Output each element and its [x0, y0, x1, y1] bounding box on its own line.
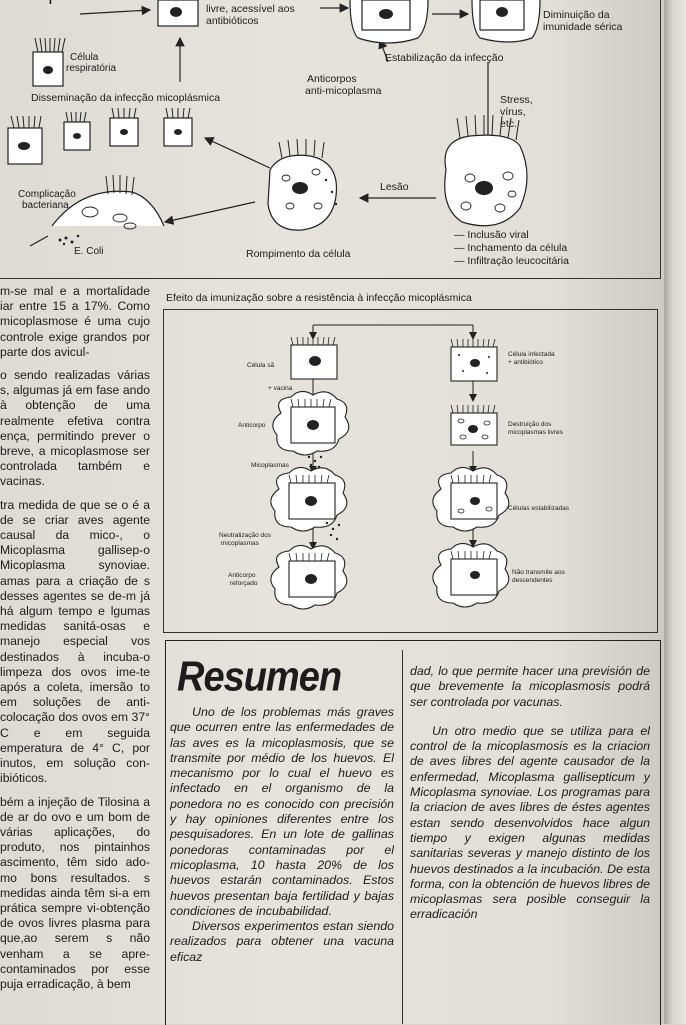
infected-cell-large — [444, 134, 528, 227]
mycoplasma-cycle-diagram — [7, 0, 541, 247]
label-estabilizacao: Estabilização da infecção — [385, 52, 504, 64]
figure2-title: Efeito da imunização sobre a resistência… — [166, 292, 472, 304]
immunization-diagram — [270, 324, 510, 610]
label-disseminacao: Disseminação da infecção micoplásmica — [31, 92, 221, 104]
label-antimicoplasma: anti-micoplasma — [305, 85, 382, 97]
left-column-text: m-se mal e a mortalidade iar entre 15 a … — [0, 284, 150, 1024]
left-paragraph-4: bém a injeção de Tilosina a de ar do ovo… — [0, 794, 150, 991]
page-edge-shadow — [664, 0, 686, 1024]
resumen-box — [165, 640, 661, 1025]
nucleus-respiratory — [43, 66, 53, 74]
top-diagram-frame — [0, 0, 661, 279]
resumen-col2-paragraph-2: Un otro medio que se utiliza para el con… — [410, 723, 650, 922]
arrow-ecoli — [29, 235, 49, 247]
dissem-cell-3 — [109, 117, 139, 147]
label-rompimento: Rompimento da célula — [246, 248, 351, 260]
label-destruicao-1: Destruição dos — [508, 421, 552, 428]
label-vacina: + vacina — [268, 385, 293, 392]
resumen-column-1: Uno de los problemas más graves que ocur… — [170, 705, 394, 1024]
arrow-rompimento-left — [163, 201, 256, 225]
resumen-title: Resumen — [177, 654, 342, 701]
left-paragraph-3: tra medida de que se o é a de se criar a… — [0, 497, 150, 786]
label-destruicao-2: micoplasmas livres — [508, 429, 563, 436]
resumen-col2-paragraph-1: dad, lo que permite hacer una previsión … — [410, 664, 650, 709]
label-imunidade: imunidade sérica — [543, 21, 623, 33]
label-reforcado-1: Anticorpo — [228, 572, 256, 579]
resumen-column-2: dad, lo que permite hacer una previsión … — [410, 664, 650, 1024]
label-lesao: Lesão — [380, 181, 409, 193]
label-celula-sa: Célula sã — [247, 362, 275, 369]
resumen-column-divider — [402, 650, 403, 1024]
label-neutralizacao-2: micoplasmas — [221, 540, 259, 547]
label-micoplasmas: Micoplasmas — [251, 462, 289, 469]
bullet-infiltracao: — Infiltração leucocitária — [454, 255, 569, 267]
arrow-rompimento-up — [203, 137, 271, 169]
label-antibioticos: antibióticos — [206, 15, 259, 27]
left-paragraph-2: o sendo realizadas várias s, algumas já … — [0, 368, 150, 489]
plus-sign: + — [44, 0, 57, 10]
arrow-anticorpos — [378, 38, 389, 63]
label-diminuicao: Diminuição da — [543, 9, 610, 21]
label-ecoli: E. Coli — [74, 246, 104, 257]
label-etc: etc. — [500, 118, 517, 130]
bullet-inchamento: — Inchamento da célula — [454, 242, 568, 254]
resumen-col1-paragraph-2: Diversos experimentos estan siendo reali… — [170, 919, 394, 964]
label-respiratoria: respiratória — [66, 63, 117, 74]
label-livre: livre, acessível aos — [206, 3, 295, 15]
label-reforcado-2: reforçado — [230, 580, 258, 587]
label-stress: Stress, — [500, 94, 533, 106]
bullet-inclusao: — Inclusão viral — [454, 229, 529, 241]
label-anticorpo: Anticorpo — [238, 422, 266, 429]
figure2-frame — [163, 309, 658, 633]
label-estabilizadas: Células estabilizadas — [508, 505, 570, 512]
label-infectada-1: Célula infectada — [508, 351, 555, 358]
label-neutralizacao-1: Neutralização dos — [219, 532, 272, 539]
label-infectada-2: + antibiótico — [508, 359, 543, 366]
label-bacteriana: bacteriana — [22, 200, 69, 211]
resumen-col1-paragraph-1: Uno de los problemas más graves que ocur… — [170, 705, 394, 918]
arrow-top-left — [79, 5, 152, 16]
label-nao-transmite-2: descendentes — [512, 577, 553, 584]
left-paragraph-1: m-se mal e a mortalidade iar entre 15 a … — [0, 284, 150, 359]
label-complicacao: Complicação — [18, 189, 76, 200]
label-virus: vírus, — [500, 106, 526, 118]
label-anticorpos: Anticorpos — [307, 73, 357, 85]
label-celula: Célula — [70, 52, 99, 63]
label-nao-transmite-1: Não transmite aos — [512, 569, 565, 576]
